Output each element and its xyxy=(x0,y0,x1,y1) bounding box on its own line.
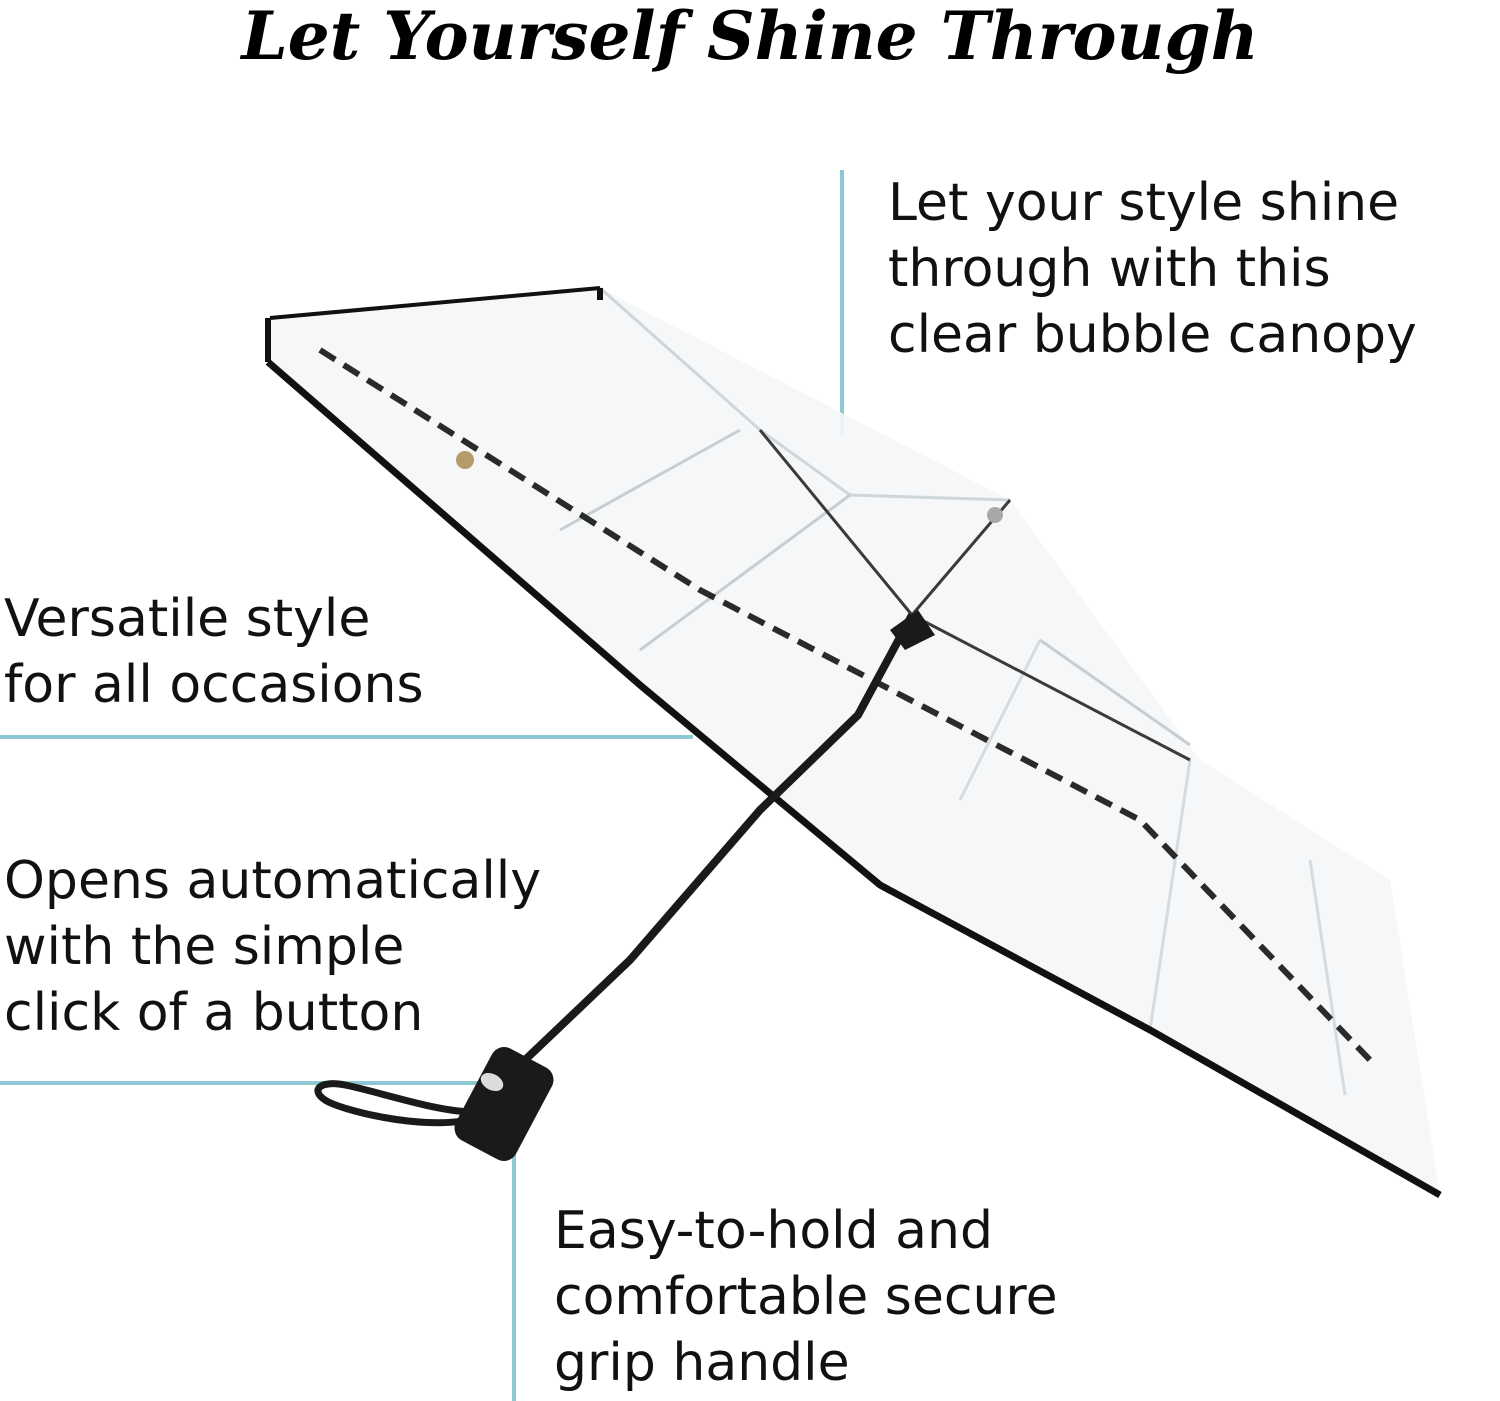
umbrella-handle xyxy=(314,610,935,1161)
callout-canopy-line-2: through with this xyxy=(888,239,1331,299)
callout-grip-line-2: comfortable secure xyxy=(554,1267,1058,1327)
callout-versatile-line-2: for all occasions xyxy=(4,655,424,715)
callout-auto-open-line-2: with the simple xyxy=(4,917,405,977)
callout-grip-line-1: Easy-to-hold and xyxy=(554,1201,993,1261)
callout-canopy-line-1: Let your style shine xyxy=(888,173,1400,233)
callout-canopy-line-3: clear bubble canopy xyxy=(888,305,1417,365)
callout-auto-open: Opens automatically with the simple clic… xyxy=(4,848,541,1046)
callout-canopy: Let your style shine through with this c… xyxy=(888,170,1417,368)
callout-auto-open-line-1: Opens automatically xyxy=(4,851,542,911)
callout-versatile: Versatile style for all occasions xyxy=(4,586,424,718)
callout-auto-open-line-3: click of a button xyxy=(4,983,424,1043)
page-title: Let Yourself Shine Through xyxy=(241,0,1259,75)
callout-grip: Easy-to-hold and comfortable secure grip… xyxy=(554,1198,1058,1396)
callout-grip-line-3: grip handle xyxy=(554,1333,850,1393)
callout-versatile-line-1: Versatile style xyxy=(4,589,371,649)
umbrella-canopy xyxy=(265,286,1442,1199)
